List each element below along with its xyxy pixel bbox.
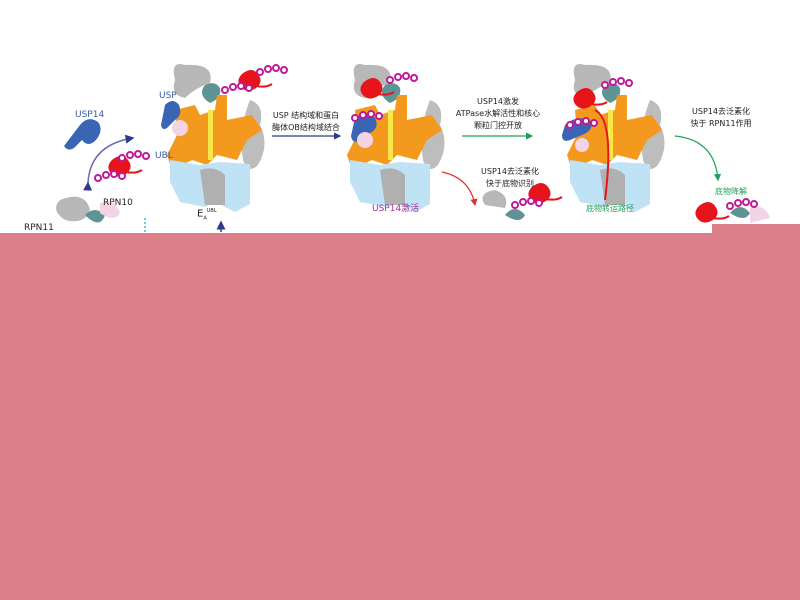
proteasome-translocation xyxy=(562,64,665,212)
label-usp: USP xyxy=(159,91,177,101)
label-degradation: 底物降解 xyxy=(715,187,747,196)
proteasome-degradation xyxy=(694,198,770,224)
arrow-branch xyxy=(441,171,478,207)
label-activated: USP14激活 xyxy=(372,204,420,214)
proteasome-usp14-activated xyxy=(347,64,445,212)
label-branch: USP14去泛素化快于底物识别 xyxy=(481,167,539,188)
label-step1: USP 结构域和蛋白酶体OB结构域结合 xyxy=(272,111,340,132)
equilibrium-arrow xyxy=(83,134,135,191)
label-rpn10: RPN10 xyxy=(103,198,133,208)
label-ubl: UBL xyxy=(155,151,173,161)
label-ea-ubl: EAUBL xyxy=(197,208,217,222)
free-substrate xyxy=(94,150,150,182)
label-rpn11: RPN11 xyxy=(24,223,54,233)
proteasome-ea-ubl xyxy=(161,64,288,212)
overlay-block xyxy=(0,233,800,600)
label-translocation: 底物转运路径 xyxy=(586,204,634,213)
overlay-block-notch xyxy=(712,224,800,234)
label-usp14: USP14 xyxy=(75,110,105,120)
proteasome-branch xyxy=(482,182,563,220)
free-usp14 xyxy=(64,119,101,150)
arrow-degradation xyxy=(674,135,722,182)
proteasome-lid xyxy=(56,196,120,223)
label-step3: USP14去泛素化快于 RPN11作用 xyxy=(690,107,752,128)
